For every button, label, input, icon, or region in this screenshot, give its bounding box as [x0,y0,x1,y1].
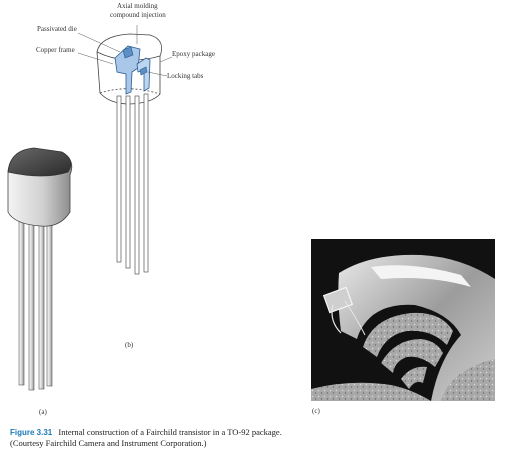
panel-label-a: (a) [39,408,47,416]
figure-c-micrograph-photo [311,239,495,401]
figure-c-micrograph-image [311,254,495,401]
caption-figure-number: Figure 3.31 [10,428,53,437]
caption-text-line-2: (Courtesy Fairchild Camera and Instrumen… [10,438,207,448]
callout-epoxy-package: Epoxy package [172,50,215,58]
panel-label-b: (b) [125,341,134,349]
callout-passivated-die: Passivated die [37,25,77,33]
callout-copper-frame: Copper frame [36,46,75,54]
panel-label-c: (c) [312,407,320,415]
callout-locking-tabs: Locking tabs [167,72,204,80]
callout-compound-injection: compound injection [110,11,166,19]
caption-text-line-1: Internal construction of a Fairchild tra… [58,427,282,437]
figure-b-callout-lines [77,25,173,77]
figure-b-leads [116,93,149,275]
figure-b-copper-frame [114,45,151,95]
caption-line-1: Figure 3.31 Internal construction of a F… [10,427,510,438]
figure-a-body [7,147,73,227]
figure-caption: Figure 3.31 Internal construction of a F… [10,427,510,449]
callout-axial-molding: Axial molding [117,2,158,10]
